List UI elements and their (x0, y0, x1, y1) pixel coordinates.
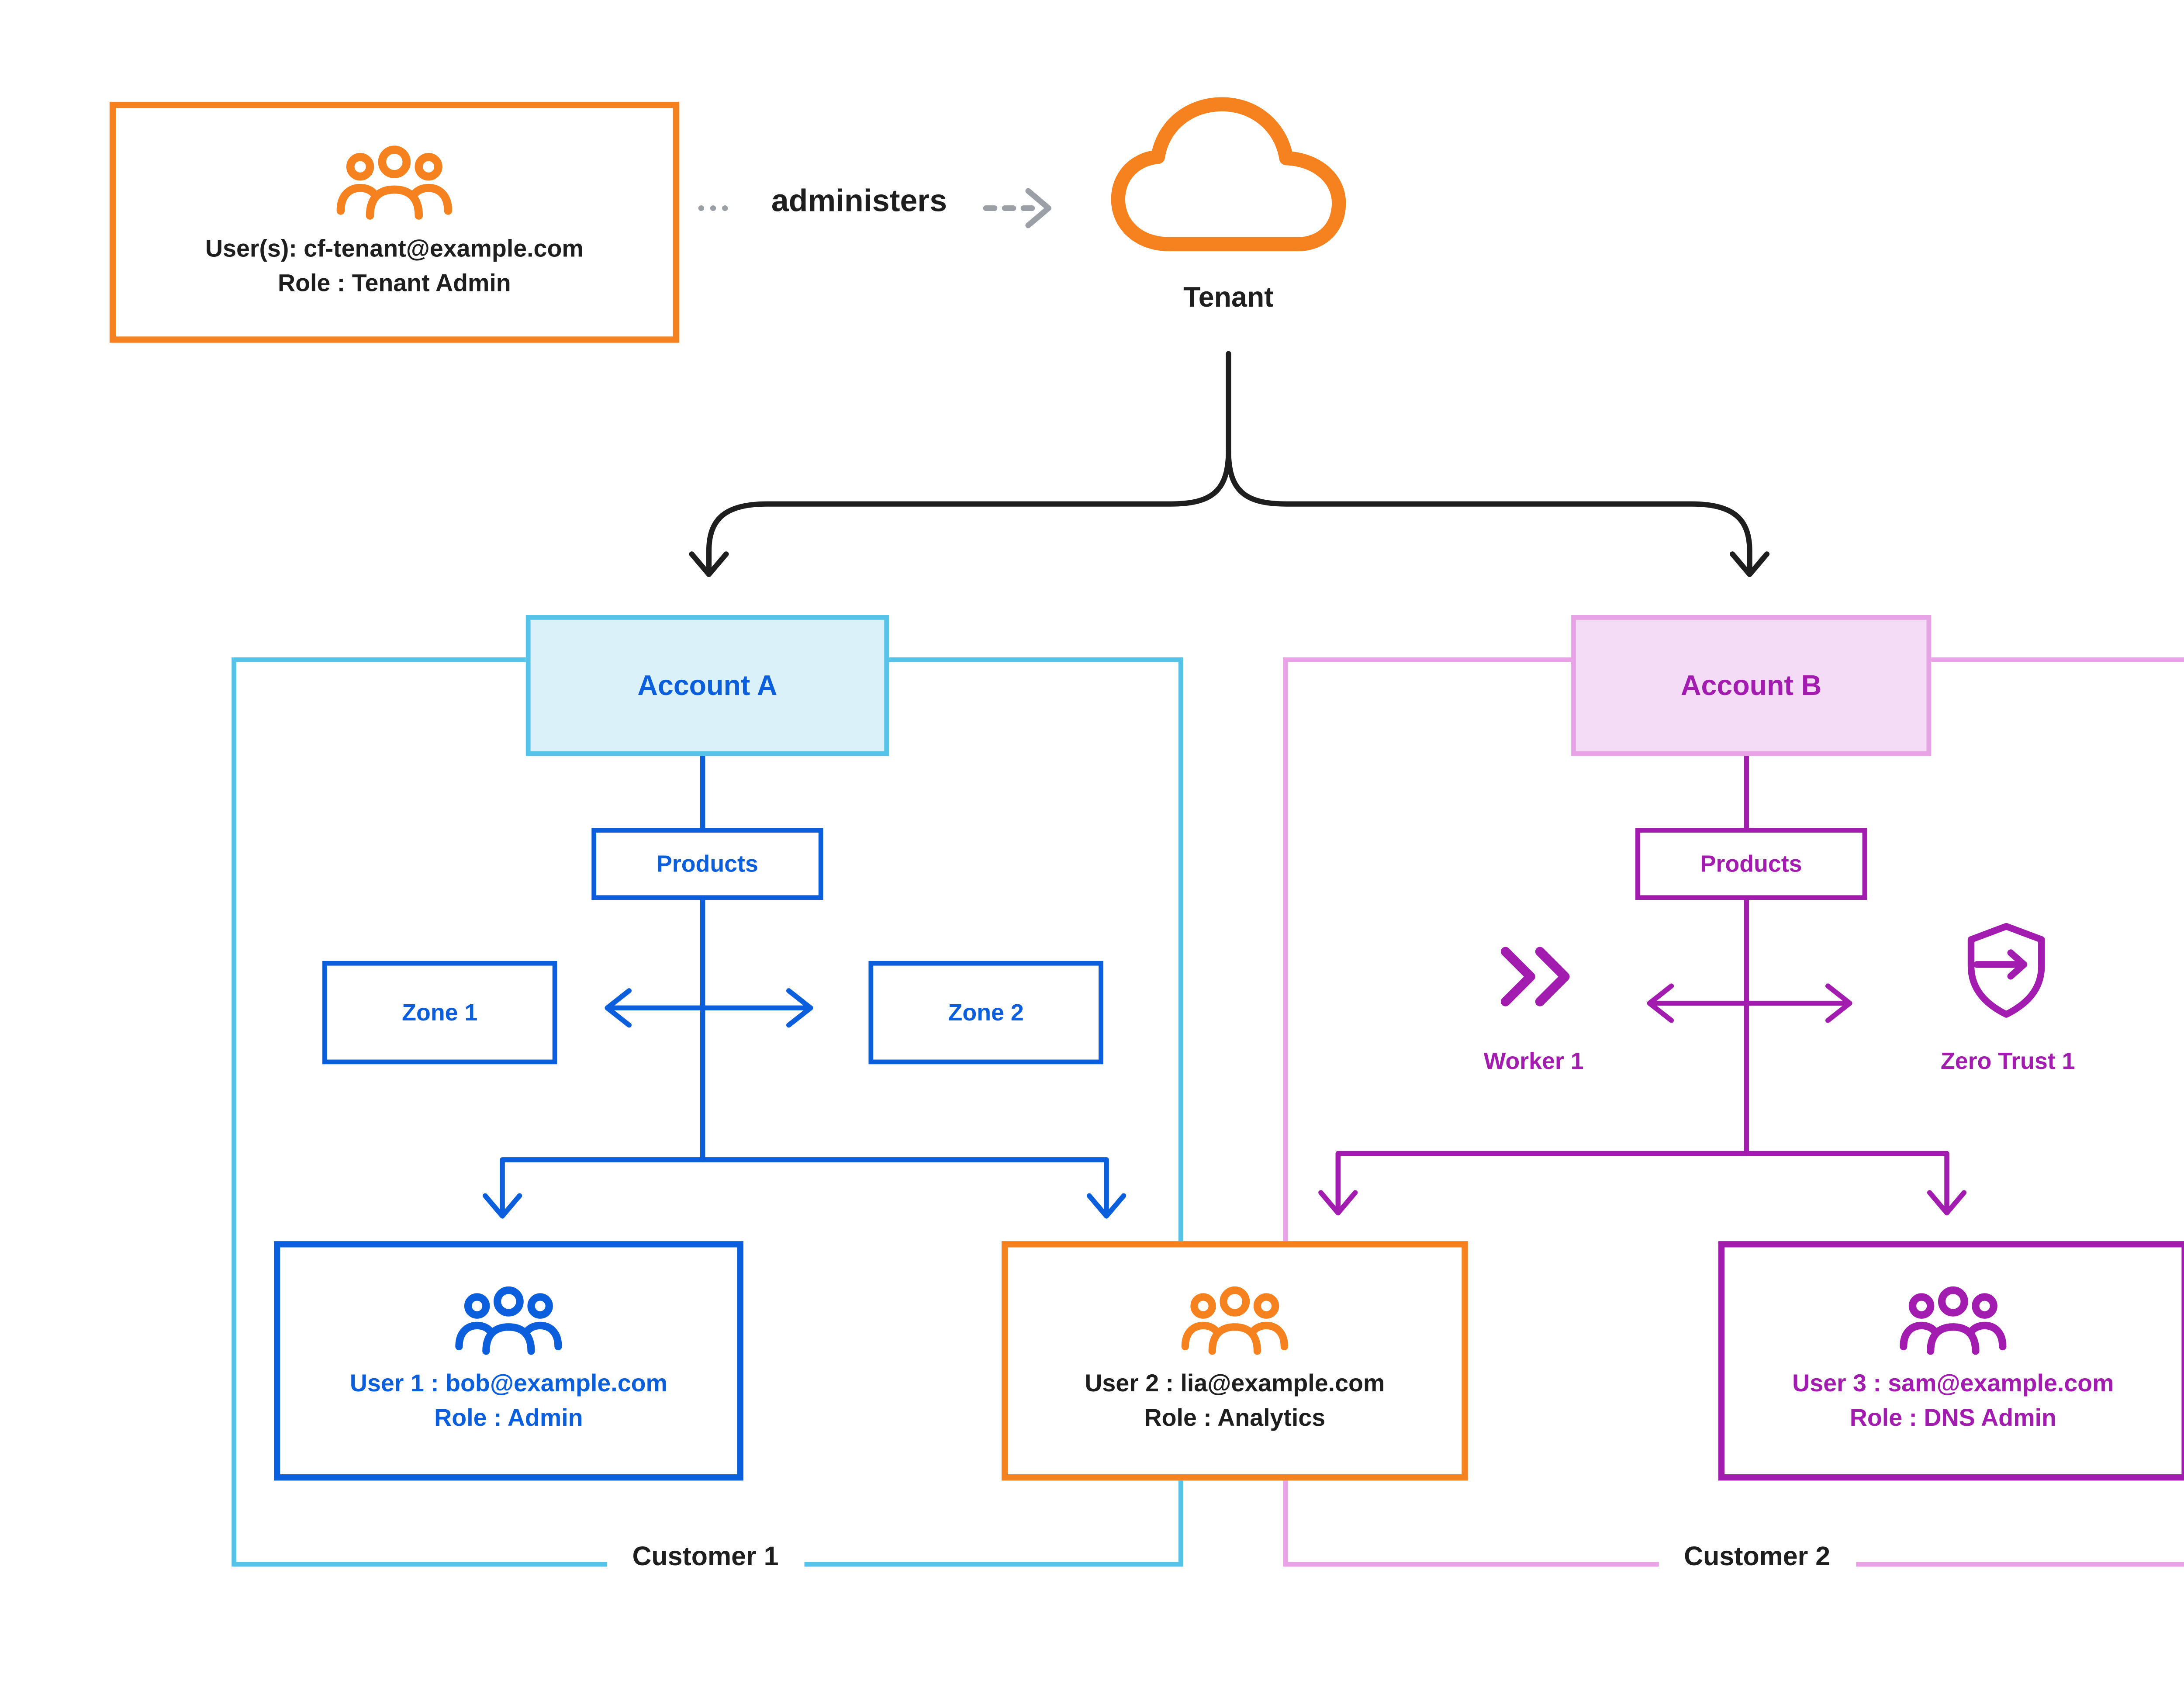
zone2-box: Zone 2 (868, 961, 1103, 1065)
tenant-admin-box: User(s): cf-tenant@example.com Role : Te… (109, 101, 679, 343)
user1-role: Role : Admin (434, 1405, 583, 1432)
account-a-box: Account A (525, 615, 889, 756)
account-b-box: Account B (1571, 615, 1932, 756)
user3-box: User 3 : sam@example.com Role : DNS Admi… (1718, 1241, 2184, 1481)
worker-icon (1500, 947, 1570, 1006)
customer1-label: Customer 1 (607, 1535, 804, 1580)
user3-email: User 3 : sam@example.com (1792, 1371, 2114, 1398)
zone1-box: Zone 1 (322, 961, 557, 1065)
tenant-admin-users: User(s): cf-tenant@example.com (205, 235, 584, 263)
administers-label: administers (771, 184, 947, 219)
users-group-icon (335, 143, 454, 225)
user2-email: User 2 : lia@example.com (1085, 1371, 1385, 1398)
products-a-box: Products (591, 828, 823, 900)
user3-group-icon (1898, 1285, 2008, 1360)
tenant-admin-role: Role : Tenant Admin (278, 270, 511, 297)
tenant-label: Tenant (1183, 281, 1274, 313)
user1-box: User 1 : bob@example.com Role : Admin (273, 1241, 743, 1481)
worker-label: Worker 1 (1483, 1048, 1584, 1075)
zero-trust-label: Zero Trust 1 (1940, 1048, 2075, 1075)
customer2-label: Customer 2 (1659, 1535, 1856, 1580)
tenant-branch-connector (689, 351, 1770, 577)
user2-role: Role : Analytics (1144, 1405, 1326, 1432)
tenant-cloud-icon (1111, 97, 1346, 252)
user2-box: User 2 : lia@example.com Role : Analytic… (1001, 1241, 1468, 1481)
zero-trust-icon (1967, 923, 2045, 1018)
user3-role: Role : DNS Admin (1849, 1405, 2056, 1432)
user1-group-icon (454, 1285, 563, 1360)
user2-group-icon (1180, 1285, 1289, 1360)
user1-email: User 1 : bob@example.com (349, 1371, 667, 1398)
products-b-box: Products (1635, 828, 1867, 900)
